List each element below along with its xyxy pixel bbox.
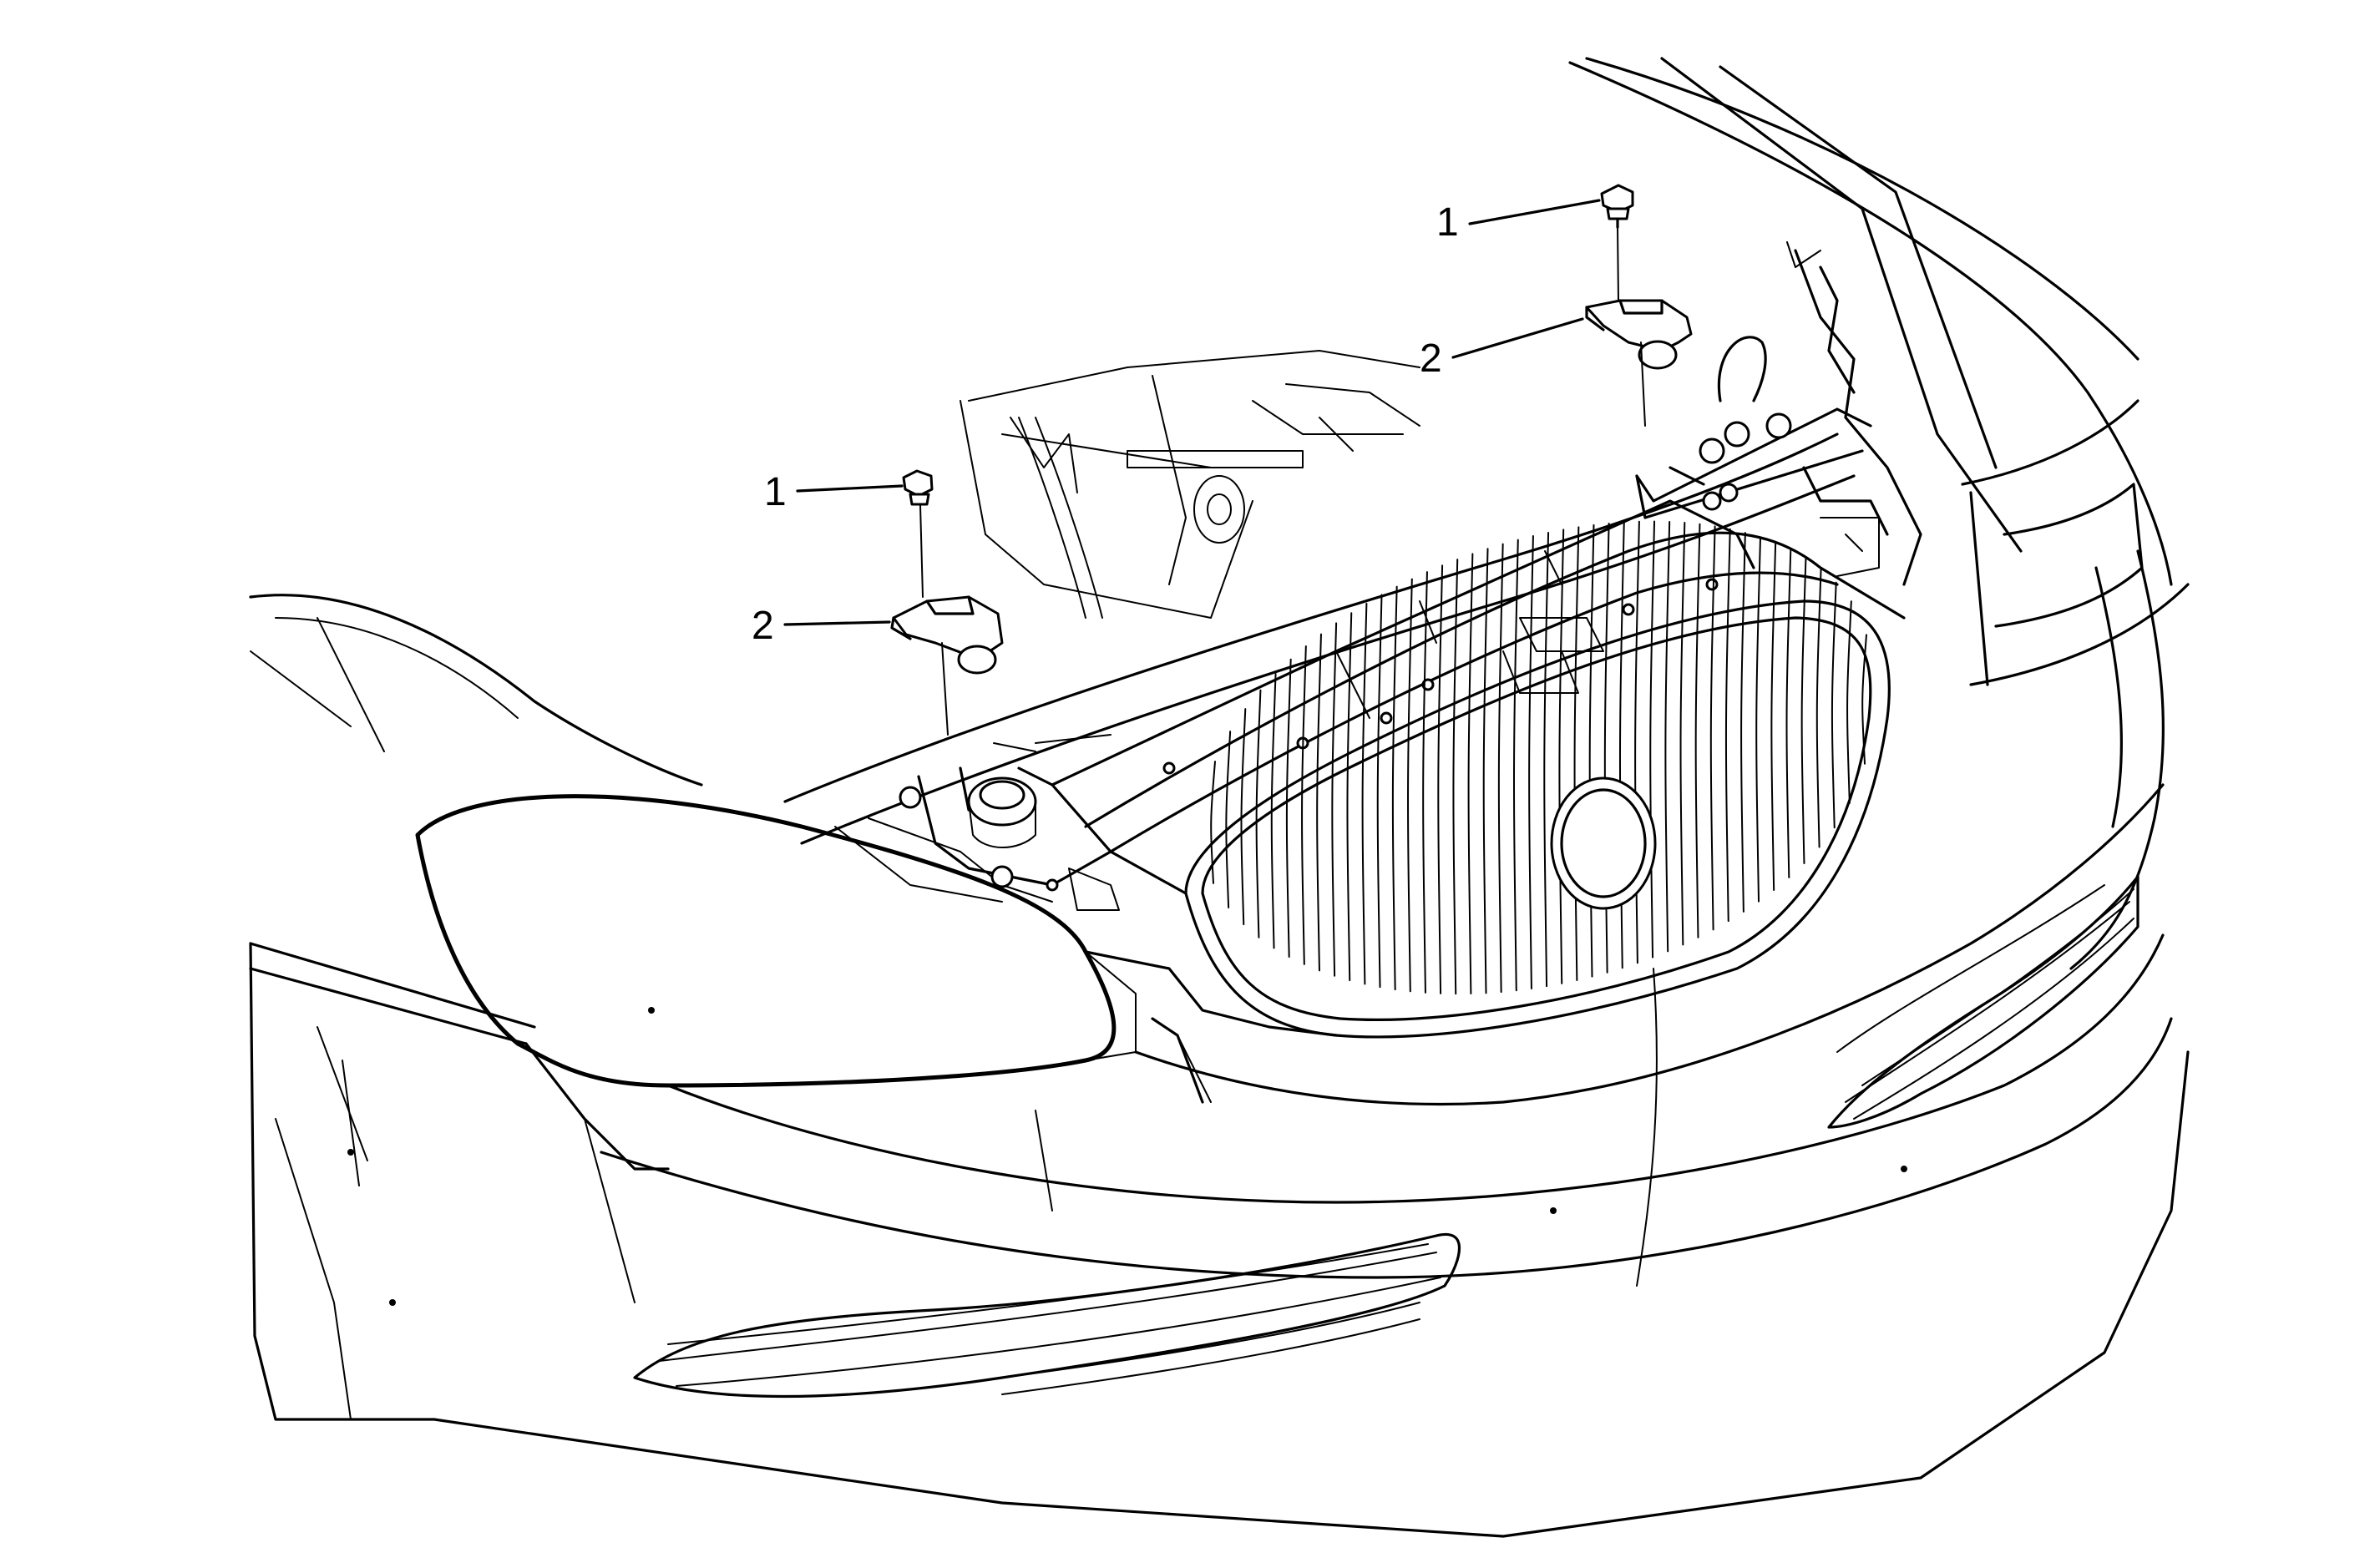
- grille-slat: [1376, 594, 1383, 989]
- grille-slat: [1225, 731, 1232, 908]
- grille-slat: [1694, 523, 1701, 938]
- bolt-left: [902, 469, 934, 506]
- grille-slat: [1588, 524, 1595, 978]
- grille-slat: [1316, 633, 1322, 972]
- front-bumper: [275, 783, 2173, 1420]
- callout-2-left: 2: [752, 604, 891, 648]
- grille-slat: [1361, 602, 1368, 985]
- callout-2-right: 2: [1420, 317, 1584, 381]
- grille-slat: [1270, 673, 1277, 949]
- grille-slat: [1724, 528, 1731, 923]
- grille-slat: [1482, 548, 1489, 994]
- grille-slat: [1573, 526, 1580, 982]
- grille-slat: [1301, 645, 1307, 965]
- alignment-line-right-lower: [1640, 341, 1646, 427]
- bracket-left: [890, 595, 1004, 675]
- grille-slat: [1285, 658, 1292, 958]
- callout-label: 2: [1420, 336, 1442, 381]
- grille-slat: [1528, 535, 1534, 989]
- grille-slat: [1679, 522, 1686, 946]
- grille-slat: [1543, 531, 1550, 988]
- lower-intake-left: [633, 1232, 1461, 1399]
- vehicle-body-outline: [249, 57, 2190, 1538]
- grille-slat: [1452, 559, 1459, 995]
- grille-slat: [1346, 612, 1353, 982]
- grille-slat: [1240, 708, 1247, 926]
- grille: [1184, 520, 1891, 1039]
- grille-slat: [1407, 578, 1413, 993]
- grille-slat: [1709, 525, 1716, 931]
- grille-emblem: [1550, 776, 1657, 910]
- grille-slat: [1467, 553, 1474, 995]
- grille-slat: [1846, 600, 1852, 804]
- left-headlamp: [249, 794, 1137, 1088]
- bracket-right: [1585, 299, 1693, 370]
- grille-slat: [1558, 529, 1565, 984]
- grille-slat: [1210, 761, 1216, 884]
- grille-slat: [1800, 557, 1807, 864]
- grille-slat: [1770, 542, 1777, 892]
- callout-label: 1: [764, 470, 787, 514]
- grille-slat: [1785, 549, 1792, 878]
- grille-slat: [1513, 539, 1519, 992]
- grille-slat: [1331, 622, 1338, 977]
- callout-1-left: 1: [764, 470, 904, 514]
- grille-slat: [1740, 532, 1746, 913]
- grille-slat: [1497, 543, 1504, 994]
- grille-emblem-inner: [1560, 788, 1647, 898]
- grille-slats: [1210, 520, 1867, 995]
- bolt-right: [1600, 184, 1634, 229]
- grille-slat: [1755, 536, 1762, 903]
- grille-slat: [1815, 568, 1822, 848]
- grille-slat: [1634, 520, 1640, 964]
- grille-slat: [1861, 634, 1867, 765]
- grille-slat: [1649, 520, 1656, 959]
- grille-slat: [1422, 571, 1428, 994]
- lower-intake-right: [1827, 875, 2139, 1129]
- grille-slat: [1255, 689, 1262, 938]
- grille-slat: [1391, 585, 1398, 991]
- callout-1-right: 1: [1436, 199, 1601, 245]
- grille-slat: [1664, 520, 1671, 953]
- callout-label: 2: [752, 604, 774, 648]
- alignment-line-left-upper: [919, 503, 924, 598]
- callout-label: 1: [1436, 200, 1459, 245]
- grille-slat: [1437, 564, 1444, 994]
- grille-slat: [1831, 581, 1837, 829]
- alignment-line-left-lower: [941, 642, 949, 736]
